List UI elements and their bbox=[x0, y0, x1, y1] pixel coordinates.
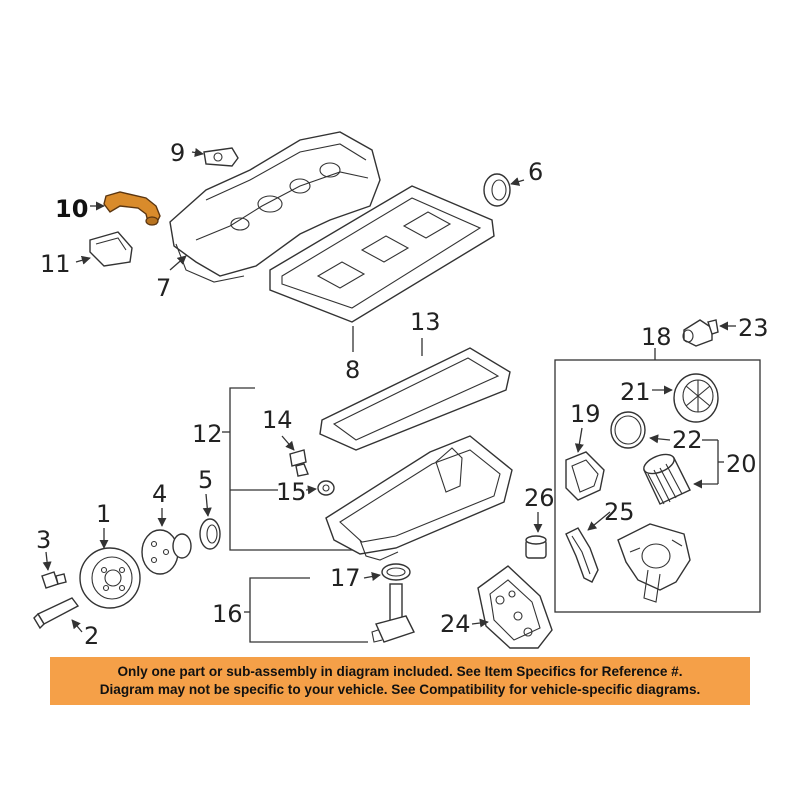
part-22-o-ring[interactable] bbox=[610, 411, 646, 449]
part-1-pulley[interactable] bbox=[79, 547, 141, 609]
part-16-oil-sensor[interactable] bbox=[371, 583, 415, 643]
part-9-gasket[interactable] bbox=[203, 147, 239, 167]
part-10-oil-pipe[interactable] bbox=[103, 191, 161, 226]
callout-2: 2 bbox=[84, 622, 99, 650]
part-4-hub[interactable] bbox=[141, 529, 192, 575]
callout-7: 7 bbox=[156, 274, 171, 302]
part-20-filter-element[interactable] bbox=[641, 451, 691, 505]
callout-26: 26 bbox=[524, 484, 555, 512]
callout-1: 1 bbox=[96, 500, 111, 528]
callout-10: 10 bbox=[55, 195, 88, 223]
callout-8: 8 bbox=[345, 356, 360, 384]
part-14-drain-plug[interactable] bbox=[289, 449, 309, 477]
part-11-cap[interactable] bbox=[89, 231, 133, 267]
part-23-sensor[interactable] bbox=[682, 319, 719, 347]
callout-16: 16 bbox=[212, 600, 243, 628]
callout-11: 11 bbox=[40, 250, 71, 278]
callout-25: 25 bbox=[604, 498, 635, 526]
callout-18: 18 bbox=[641, 323, 672, 351]
callout-6: 6 bbox=[528, 158, 543, 186]
part-17-o-ring[interactable] bbox=[381, 563, 411, 581]
callout-4: 4 bbox=[152, 480, 167, 508]
part-13-pan-gasket[interactable] bbox=[319, 347, 511, 451]
callout-3: 3 bbox=[36, 526, 51, 554]
disclaimer-line-2: Diagram may not be specific to your vehi… bbox=[99, 682, 701, 697]
callout-12: 12 bbox=[192, 420, 223, 448]
part-6-seal[interactable] bbox=[483, 173, 511, 207]
part-26-bushing[interactable] bbox=[525, 535, 547, 559]
part-8-gasket[interactable] bbox=[269, 185, 495, 323]
part-19-bracket[interactable] bbox=[565, 451, 605, 501]
callout-22: 22 bbox=[672, 426, 703, 454]
callout-23: 23 bbox=[738, 314, 769, 342]
part-oil-pan[interactable] bbox=[325, 435, 513, 561]
part-24-housing[interactable] bbox=[477, 565, 553, 649]
callout-14: 14 bbox=[262, 406, 293, 434]
disclaimer-banner: Only one part or sub-assembly in diagram… bbox=[50, 657, 750, 705]
part-25-chain[interactable] bbox=[565, 527, 599, 583]
disclaimer-line-1: Only one part or sub-assembly in diagram… bbox=[117, 664, 683, 679]
part-2-bolt[interactable] bbox=[33, 597, 80, 630]
callout-5: 5 bbox=[198, 466, 213, 494]
callout-15: 15 bbox=[276, 478, 307, 506]
callout-19: 19 bbox=[570, 400, 601, 428]
part-15-washer[interactable] bbox=[317, 480, 335, 496]
part-18-assembly-box bbox=[554, 359, 761, 613]
callout-13: 13 bbox=[410, 308, 441, 336]
part-3-bolt[interactable] bbox=[41, 571, 67, 589]
callout-20: 20 bbox=[726, 450, 757, 478]
part-7-valve-cover[interactable] bbox=[169, 131, 381, 283]
callout-17: 17 bbox=[330, 564, 361, 592]
part-25-oil-pump[interactable] bbox=[617, 523, 691, 603]
callout-9: 9 bbox=[170, 139, 185, 167]
part-5-seal[interactable] bbox=[199, 518, 221, 550]
callout-24: 24 bbox=[440, 610, 471, 638]
callout-21: 21 bbox=[620, 378, 651, 406]
part-21-filter-cap[interactable] bbox=[673, 373, 719, 423]
